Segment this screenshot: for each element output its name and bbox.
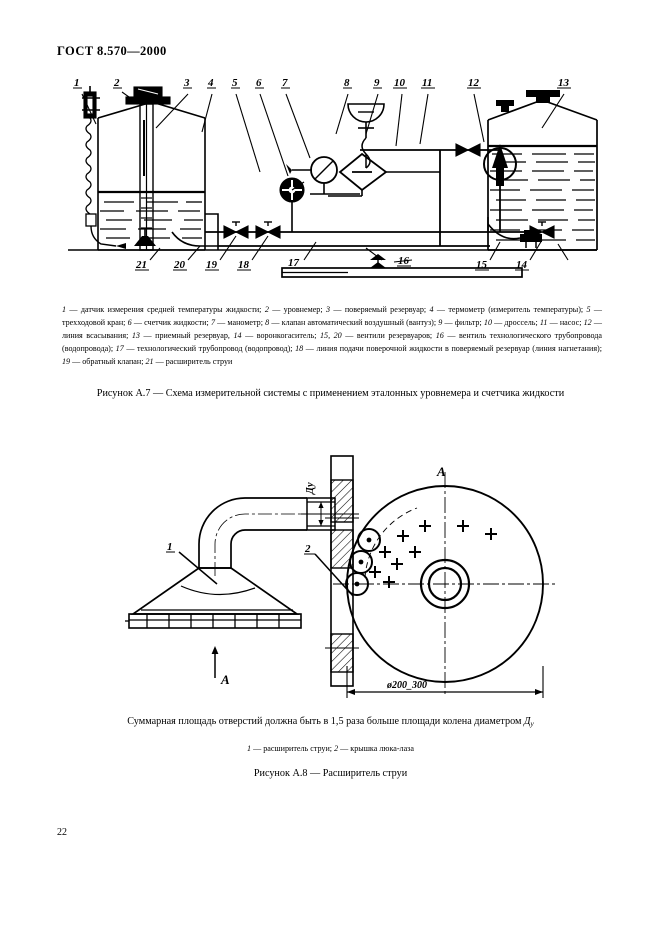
legend-item-number: 4: [429, 305, 434, 314]
legend-item-text: — поверяемый резервуар;: [330, 305, 430, 314]
figure-a7-legend: 1 — датчик измерения средней температуры…: [62, 303, 602, 369]
figure-a7-callout-21: 21: [135, 259, 147, 271]
legend-item-number: 1: [247, 744, 252, 753]
figure-a8-caption: Рисунок А.8 — Расширитель струи: [253, 768, 408, 779]
figure-a8-section-letter-plan: A: [436, 464, 446, 479]
legend-item-text: — воронкогаситель;: [241, 331, 320, 341]
figure-a7-callout-3: 3: [183, 77, 190, 89]
legend-item-number: 7: [210, 318, 215, 328]
legend-item-number: 1: [62, 305, 67, 314]
figure-a8-note-symbol-subscript: у: [530, 719, 534, 728]
figure-a7-callout-18: 18: [238, 259, 250, 271]
legend-item-number: 2: [334, 744, 339, 753]
figure-a8-note: Суммарная площадь отверстий должна быть …: [0, 716, 661, 728]
figure-a8-legend-body: 1 — расширитель струи; 2 — крышка люка-л…: [247, 744, 414, 753]
figure-a8-section-letter-front: A: [220, 672, 230, 687]
legend-item-number: 15, 20: [319, 331, 342, 341]
figure-a7-callout-12: 12: [468, 77, 480, 89]
figure-a8-legend: 1 — расширитель струи; 2 — крышка люка-л…: [0, 744, 661, 753]
figure-a8-note-symbol: Д: [523, 716, 531, 727]
legend-item-number: 2: [264, 305, 269, 314]
figure-a7-callout-7: 7: [282, 77, 288, 89]
legend-item-number: 11: [539, 318, 548, 328]
figure-a8-callout-1: 1: [167, 541, 173, 553]
figure-a7-callout-6: 6: [256, 77, 262, 89]
legend-item-text: — датчик измерения средней температуры ж…: [66, 305, 265, 314]
figure-a7-diagram: 1 2 3 4 5 6 7 8 9 10 11 12 13: [60, 72, 605, 287]
legend-item-text: — дроссель;: [491, 318, 540, 328]
legend-item-text: — термометр (измеритель температуры);: [433, 305, 587, 314]
figure-a7-callout-1: 1: [74, 77, 80, 89]
figure-a7-callout-15: 15: [476, 259, 488, 271]
legend-item-text: — обратный клапан;: [70, 357, 146, 367]
figure-a7-callout-5: 5: [232, 77, 238, 89]
legend-item-text: — вентиль технологического трубопровода …: [62, 331, 602, 354]
legend-item-number: 5: [586, 305, 591, 314]
figure-a7-legend-body: 1 — датчик измерения средней температуры…: [62, 305, 602, 366]
legend-item-number: 3: [325, 305, 330, 314]
figure-a7-callout-9: 9: [374, 77, 380, 89]
legend-item-number: 14: [233, 331, 242, 341]
legend-item-number: 8: [265, 318, 270, 328]
figure-a7-callout-13: 13: [558, 77, 570, 89]
figure-a7-callout-17: 17: [288, 257, 300, 269]
legend-item-text: — крышка люка-лаза: [338, 744, 414, 753]
legend-item-text: — расширитель струи;: [251, 744, 335, 753]
legend-item-text: — линия всасывания;: [62, 318, 602, 341]
figure-a7-callout-2: 2: [113, 77, 120, 89]
legend-item-text: — насос;: [547, 318, 584, 328]
legend-item-text: — линия подачи поверочной жидкости в пов…: [303, 344, 603, 354]
legend-item-text: — уровнемер;: [268, 305, 326, 314]
figure-a7-caption: Рисунок А.7 — Схема измерительной систем…: [96, 388, 565, 399]
legend-item-text: — счетчик жидкости;: [131, 318, 211, 328]
legend-item-number: 21: [145, 357, 154, 367]
figure-a7-callout-4: 4: [207, 77, 214, 89]
legend-item-text: — трехходовой кран;: [62, 305, 603, 328]
legend-item-number: 6: [127, 318, 132, 328]
figure-a7-callout-20: 20: [173, 259, 186, 271]
figure-a7-callout-16: 16: [398, 255, 410, 267]
figure-a8-dimension-label: ø200_300: [386, 680, 427, 691]
legend-item-text: — приемный резервуар,: [139, 331, 234, 341]
figure-a7-callout-19: 19: [206, 259, 218, 271]
figure-a8-diameter-label: Ду: [305, 482, 316, 495]
figure-a8-callout-2: 2: [304, 543, 311, 555]
figure-a8-diagram: 1 2 A A ø200_300 Ду: [125, 452, 595, 702]
figure-a7-callout-10: 10: [394, 77, 406, 89]
legend-item-number: 13: [131, 331, 140, 341]
legend-item-number: 19: [62, 357, 71, 367]
legend-item-text: — технологический трубопровод (водопрово…: [123, 344, 296, 354]
legend-item-text: — фильтр;: [442, 318, 484, 328]
legend-item-number: 12: [583, 318, 592, 328]
legend-item-number: 18: [295, 344, 304, 354]
legend-item-text: — расширитель струи: [153, 357, 233, 367]
legend-item-number: 9: [438, 318, 443, 328]
figure-a7-callout-14: 14: [516, 259, 528, 271]
legend-item-number: 17: [115, 344, 124, 354]
legend-item-text: — вентили резервуаров;: [341, 331, 436, 341]
figure-a7-callout-8: 8: [344, 77, 350, 89]
legend-item-text: — клапан автоматический воздушный (ванту…: [269, 318, 439, 328]
page-number: 22: [57, 827, 67, 838]
legend-item-number: 10: [483, 318, 492, 328]
legend-item-number: 16: [435, 331, 444, 341]
page-title: ГОСТ 8.570—2000: [57, 44, 167, 58]
legend-item-text: — манометр;: [214, 318, 266, 328]
figure-a8-note-text: Суммарная площадь отверстий должна быть …: [127, 716, 524, 727]
figure-a7-callout-11: 11: [422, 77, 432, 89]
